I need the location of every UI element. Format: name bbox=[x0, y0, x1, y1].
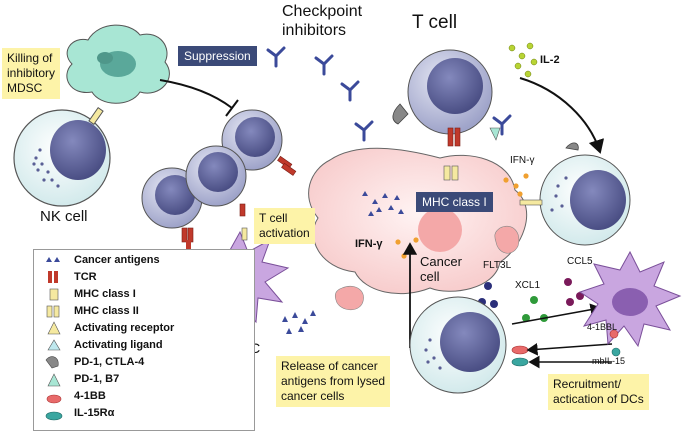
legend-item-il15ra: IL-15Rα bbox=[74, 407, 115, 419]
il15ra-icon bbox=[45, 411, 63, 421]
bottom-effector-cell bbox=[409, 296, 529, 394]
checkpoint-inhibitors-label: Checkpoint inhibitors bbox=[282, 3, 363, 39]
nk-cell-label: NK cell bbox=[40, 208, 88, 225]
antibodies bbox=[266, 46, 512, 142]
il2-dots bbox=[508, 42, 538, 78]
activating-receptor-icon bbox=[47, 321, 61, 335]
free-antigens bbox=[282, 310, 316, 334]
pd1-ctla4-icon bbox=[45, 356, 59, 369]
legend: Cancer antigens TCR MHC class I MHC clas… bbox=[33, 249, 255, 431]
ifn-gamma-right-label: IFN-γ bbox=[510, 155, 535, 166]
activating-ligand-icon bbox=[47, 339, 61, 351]
suppression-box: Suppression bbox=[178, 46, 257, 66]
legend-icons bbox=[45, 257, 63, 421]
right-t-cell bbox=[519, 142, 631, 246]
t-cell-label: T cell bbox=[412, 12, 458, 33]
legend-item-mhc-class-ii: MHC class II bbox=[74, 305, 139, 317]
right-dendritic-cell bbox=[578, 250, 682, 357]
legend-item-pd1-b7: PD-1, B7 bbox=[74, 373, 120, 385]
cancer-cell bbox=[308, 147, 528, 295]
t-cell-cluster bbox=[141, 109, 297, 243]
killing-mdsc-box: Killing of inhibitory MDSC bbox=[2, 48, 61, 99]
mdsc-cell bbox=[66, 24, 170, 104]
ifn-gamma-dots bbox=[503, 173, 529, 197]
activation-arrow bbox=[519, 77, 605, 154]
xcl1-label: XCL1 bbox=[515, 280, 541, 291]
legend-item-mhc-class-i: MHC class I bbox=[74, 288, 136, 300]
cancer-cell-label: Cancer cell bbox=[420, 254, 462, 284]
tcr-icon bbox=[48, 271, 58, 283]
cancer-fragment bbox=[334, 285, 364, 311]
mbil15-label: mbIL-15 bbox=[592, 356, 626, 366]
four-1bbl-label: 4-1BBL bbox=[587, 322, 618, 332]
legend-item-cancer-antigens: Cancer antigens bbox=[74, 254, 160, 266]
inhibition-arrow bbox=[159, 79, 233, 109]
release-antigens-box: Release of cancer antigens from lysed ca… bbox=[276, 356, 391, 407]
top-t-cell bbox=[392, 49, 501, 147]
mhc-class-i-box: MHC class I bbox=[416, 192, 493, 212]
nk-cell bbox=[13, 107, 111, 207]
legend-item-activating-ligand: Activating ligand bbox=[74, 339, 163, 351]
flt3l-label: FLT3L bbox=[483, 260, 512, 271]
mhc-class-i-icon bbox=[49, 288, 59, 301]
ccl5-label: CCL5 bbox=[567, 256, 593, 267]
il2-label: IL-2 bbox=[540, 54, 560, 66]
legend-item-4-1bb: 4-1BB bbox=[74, 390, 106, 402]
dc-recruit-arrows bbox=[511, 303, 613, 369]
legend-item-pd1-ctla4: PD-1, CTLA-4 bbox=[74, 356, 145, 368]
legend-item-tcr: TCR bbox=[74, 271, 97, 283]
pd1-b7-icon bbox=[47, 373, 61, 387]
legend-item-activating-receptor: Activating receptor bbox=[74, 322, 175, 334]
mhc-class-ii-icon bbox=[46, 305, 60, 318]
ifn-gamma-center-label: IFN-γ bbox=[355, 238, 383, 250]
cancer-fragment bbox=[494, 226, 520, 254]
four-1bb-icon bbox=[46, 394, 62, 404]
recruitment-box: Recruitment/ actication of DCs bbox=[548, 374, 649, 410]
t-cell-activation-box: T cell activation bbox=[254, 208, 315, 244]
triangles-icon bbox=[46, 257, 60, 262]
